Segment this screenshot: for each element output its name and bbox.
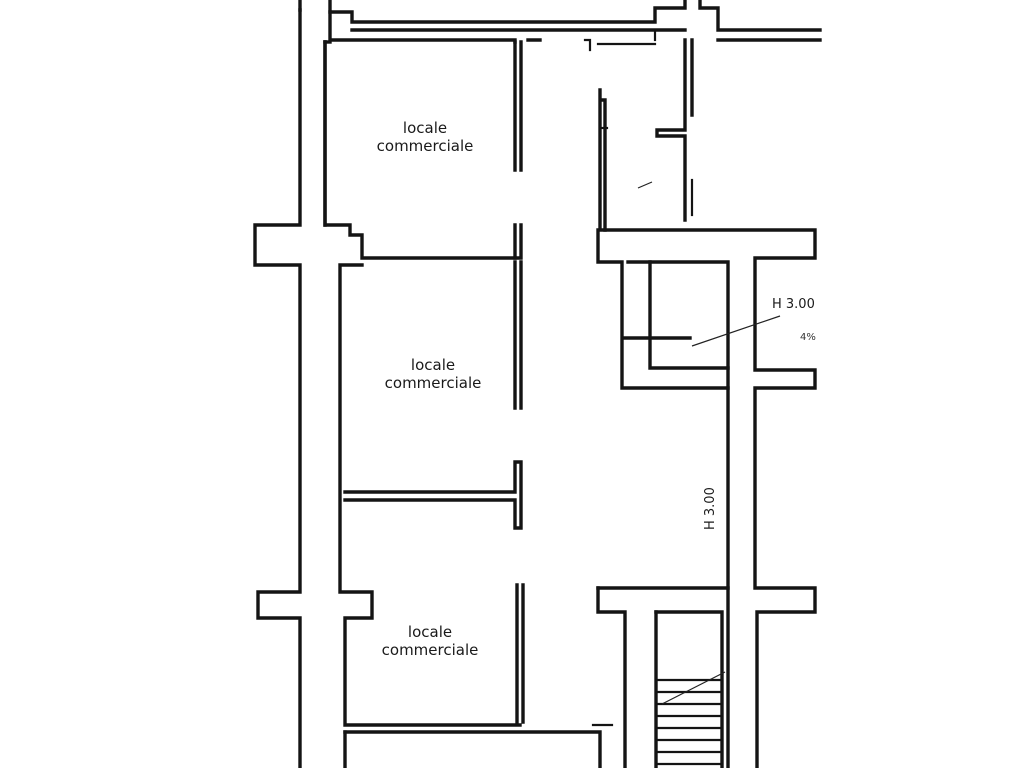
room-label-2-line2: commerciale	[385, 374, 482, 392]
room-label-1-line2: commerciale	[377, 137, 474, 155]
small-note-label: 4%	[800, 332, 816, 343]
height-label-corridor: H 3.00	[703, 487, 718, 530]
room-label-2-line1: locale	[411, 356, 455, 374]
partitions	[343, 40, 525, 724]
room-label-3: locale commerciale	[382, 623, 479, 659]
right-walls	[591, 38, 817, 768]
height-label-top-right: H 3.00	[772, 297, 815, 312]
staircase	[656, 671, 726, 766]
room-label-3-line2: commerciale	[382, 641, 479, 659]
room-label-1: locale commerciale	[377, 119, 474, 155]
room-label-2: locale commerciale	[385, 356, 482, 392]
height-leader-line	[691, 315, 781, 347]
small-mark	[637, 181, 653, 189]
room-label-1-line1: locale	[403, 119, 447, 137]
left-wall	[253, 8, 602, 768]
room-label-3-line1: locale	[408, 623, 452, 641]
top-wall	[298, 0, 822, 52]
